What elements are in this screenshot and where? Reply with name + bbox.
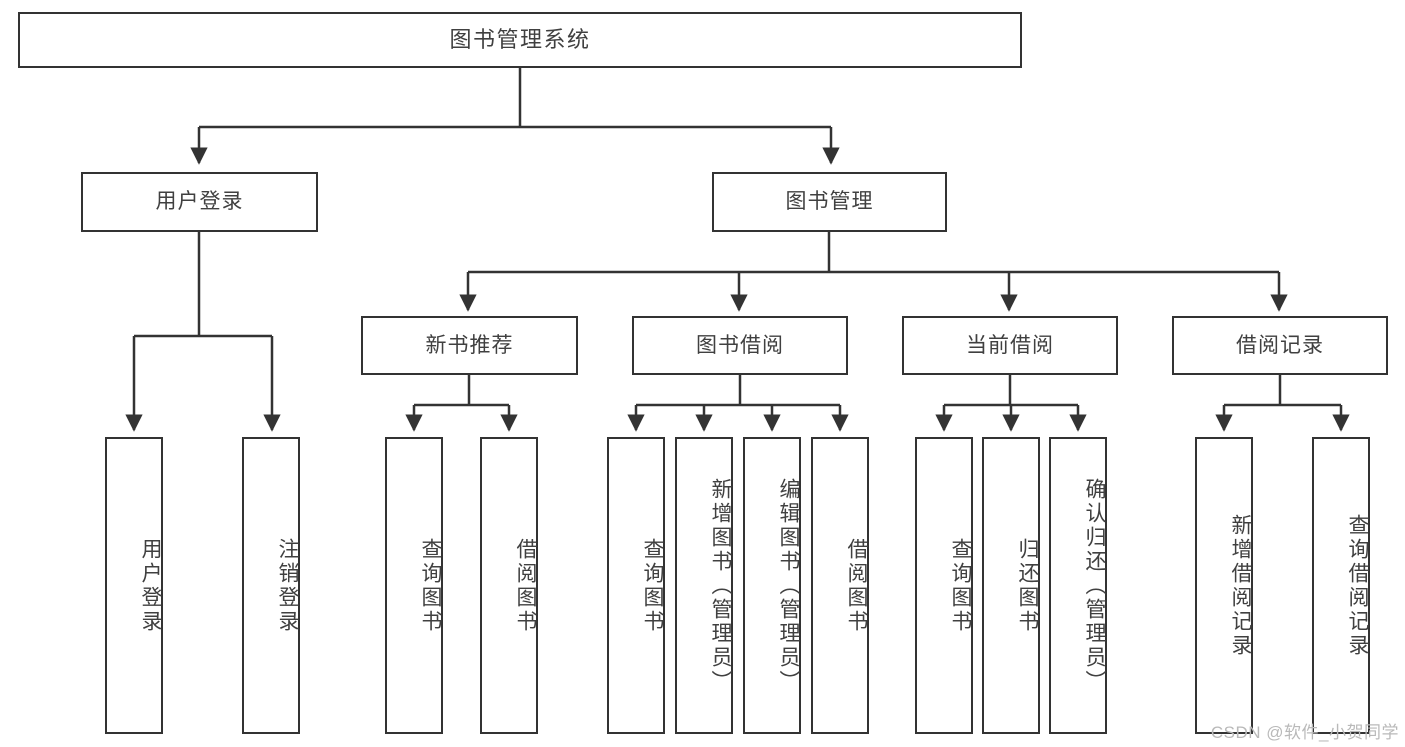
node-new-book-recommend[interactable]: 新书推荐 xyxy=(361,316,578,375)
node-current-borrow-label: 当前借阅 xyxy=(966,333,1054,357)
node-leaf-query-book-2[interactable]: 查询图书 xyxy=(607,437,665,734)
node-book-manage[interactable]: 图书管理 xyxy=(712,172,947,232)
node-book-borrow[interactable]: 图书借阅 xyxy=(632,316,848,375)
node-leaf-add-record-label: 新增借阅记录 xyxy=(1229,513,1252,658)
node-user-login-label: 用户登录 xyxy=(155,190,244,214)
node-leaf-return-book[interactable]: 归还图书 xyxy=(982,437,1040,734)
node-leaf-return-book-label: 归还图书 xyxy=(1016,537,1039,634)
node-leaf-logout-login[interactable]: 注销登录 xyxy=(242,437,300,734)
node-leaf-add-record[interactable]: 新增借阅记录 xyxy=(1195,437,1253,734)
node-leaf-query-book-2-label: 查询图书 xyxy=(641,537,664,634)
node-leaf-query-book-1[interactable]: 查询图书 xyxy=(385,437,443,734)
node-leaf-add-book-label: 新增图书（管理员） xyxy=(709,477,732,694)
node-current-borrow[interactable]: 当前借阅 xyxy=(902,316,1118,375)
node-leaf-borrow-book-2[interactable]: 借阅图书 xyxy=(811,437,869,734)
node-leaf-borrow-book-2-label: 借阅图书 xyxy=(845,537,868,634)
csdn-watermark: CSDN @软件_小贺同学 xyxy=(1210,723,1399,742)
node-leaf-query-book-3-label: 查询图书 xyxy=(949,537,972,634)
node-new-book-recommend-label: 新书推荐 xyxy=(425,333,514,357)
node-leaf-edit-book[interactable]: 编辑图书（管理员） xyxy=(743,437,801,734)
node-borrow-record[interactable]: 借阅记录 xyxy=(1172,316,1388,375)
node-borrow-record-label: 借阅记录 xyxy=(1236,333,1324,357)
node-root-system-label: 图书管理系统 xyxy=(449,26,591,52)
node-leaf-confirm-return-label: 确认归还（管理员） xyxy=(1083,477,1106,694)
node-leaf-user-login-label: 用户登录 xyxy=(139,537,162,634)
node-leaf-confirm-return[interactable]: 确认归还（管理员） xyxy=(1049,437,1107,734)
node-leaf-logout-login-label: 注销登录 xyxy=(276,537,299,634)
node-user-login[interactable]: 用户登录 xyxy=(81,172,318,232)
node-leaf-borrow-book-1-label: 借阅图书 xyxy=(514,537,537,634)
node-leaf-edit-book-label: 编辑图书（管理员） xyxy=(777,477,800,694)
node-book-borrow-label: 图书借阅 xyxy=(696,333,784,357)
node-root-system[interactable]: 图书管理系统 xyxy=(18,12,1022,68)
node-leaf-query-record-label: 查询借阅记录 xyxy=(1346,513,1369,658)
node-leaf-add-book[interactable]: 新增图书（管理员） xyxy=(675,437,733,734)
node-book-manage-label: 图书管理 xyxy=(785,190,874,214)
node-leaf-user-login[interactable]: 用户登录 xyxy=(105,437,163,734)
node-leaf-borrow-book-1[interactable]: 借阅图书 xyxy=(480,437,538,734)
node-leaf-query-book-1-label: 查询图书 xyxy=(419,537,442,634)
node-leaf-query-record[interactable]: 查询借阅记录 xyxy=(1312,437,1370,734)
node-leaf-query-book-3[interactable]: 查询图书 xyxy=(915,437,973,734)
